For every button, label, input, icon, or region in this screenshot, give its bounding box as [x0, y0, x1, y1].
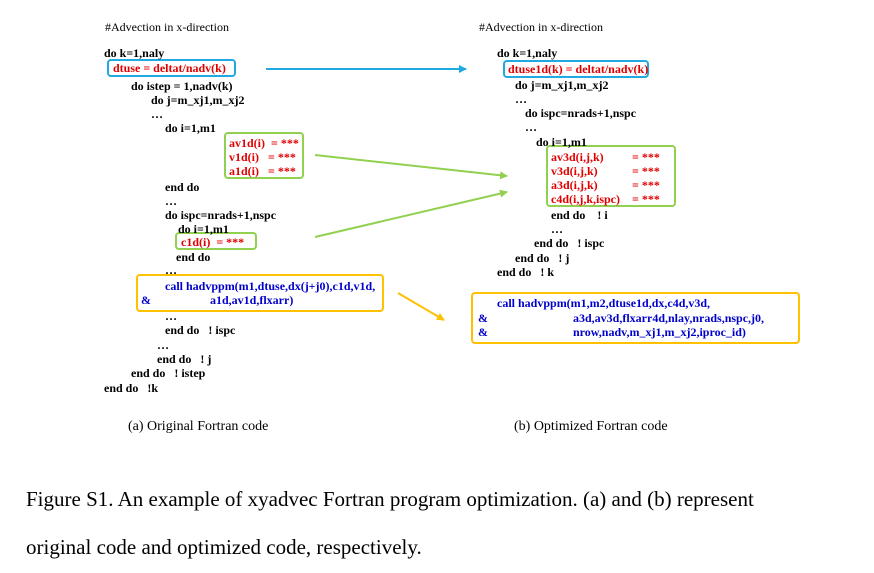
- right-line-dtuse1d: dtuse1d(k) = deltat/nadv(k): [508, 62, 649, 76]
- right-call-line1: call hadvppm(m1,m2,dtuse1d,dx,c4d,v3d,: [497, 296, 711, 310]
- right-call-amp2: &: [478, 325, 488, 339]
- left-line: do k=1,naly: [104, 46, 165, 60]
- left-line: end do: [176, 250, 211, 264]
- left-line: do j=m_xj1,m_xj2: [151, 93, 245, 107]
- left-line: …: [165, 194, 177, 208]
- left-line: end do !k: [104, 381, 159, 395]
- right-val-a3d: = ***: [632, 178, 660, 192]
- right-line: do k=1,naly: [497, 46, 558, 60]
- right-line: …: [515, 92, 527, 106]
- right-line: do i=1,m1: [536, 135, 587, 149]
- right-line-a3d: a3d(i,j,k): [551, 178, 598, 192]
- right-line-c4d: c4d(i,j,k,ispc): [551, 192, 620, 206]
- orange-arrow: [397, 292, 445, 321]
- right-call-amp1: &: [478, 311, 488, 325]
- figure-caption-line1: Figure S1. An example of xyadvec Fortran…: [26, 487, 754, 511]
- left-line-av1d: av1d(i) = ***: [229, 136, 299, 150]
- right-line: …: [551, 222, 563, 236]
- right-line-v3d: v3d(i,j,k): [551, 164, 598, 178]
- right-line: do j=m_xj1,m_xj2: [515, 78, 609, 92]
- left-line-c1d: c1d(i) = ***: [181, 235, 245, 249]
- right-comment: #Advection in x-direction: [479, 20, 603, 34]
- right-dtuse1d-box: [503, 60, 649, 78]
- left-line: …: [157, 338, 169, 352]
- figure-caption-line2: original code and optimized code, respec…: [26, 535, 422, 559]
- left-dtuse-box: [107, 59, 236, 77]
- left-line: …: [151, 107, 163, 121]
- right-line: end do ! ispc: [534, 236, 605, 250]
- green-arrow-upper: [314, 154, 508, 180]
- left-line: …: [165, 263, 177, 277]
- caption-a: (a) Original Fortran code: [128, 419, 269, 434]
- green-arrow-lower: [314, 189, 508, 238]
- left-call-box: [136, 274, 384, 312]
- left-line: end do ! ispc: [165, 323, 236, 337]
- left-call-line2: a1d,av1d,flxarr): [210, 293, 294, 307]
- left-line: end do: [165, 180, 200, 194]
- left-line: do i=1,m1: [178, 222, 229, 236]
- right-line: end do ! i: [551, 208, 608, 222]
- left-line: do istep = 1,nadv(k): [131, 79, 233, 93]
- left-line: do ispc=nrads+1,nspc: [165, 208, 277, 222]
- right-call-line2: a3d,av3d,flxarr4d,nlay,nrads,nspc,j0,: [573, 311, 765, 325]
- left-line: …: [165, 309, 177, 323]
- left-arrays-box: [224, 132, 304, 179]
- right-line: do ispc=nrads+1,nspc: [525, 106, 637, 120]
- right-line: end do ! j: [515, 251, 570, 265]
- right-val-v3d: = ***: [632, 164, 660, 178]
- left-line: end do ! j: [157, 352, 212, 366]
- right-call-box: [471, 292, 800, 344]
- left-line-dtuse: dtuse = deltat/nadv(k): [113, 61, 226, 75]
- caption-b: (b) Optimized Fortran code: [514, 419, 668, 434]
- left-line-v1d: v1d(i) = ***: [229, 150, 296, 164]
- right-arrays-box: [546, 145, 676, 207]
- right-line: end do ! k: [497, 265, 555, 279]
- right-line-av3d: av3d(i,j,k): [551, 150, 604, 164]
- right-val-c4d: = ***: [632, 192, 660, 206]
- left-c1d-box: [175, 232, 257, 250]
- right-call-line3: nrow,nadv,m_xj1,m_xj2,iproc_id): [573, 325, 746, 339]
- left-call-line1: call hadvppm(m1,dtuse,dx(j+j0),c1d,v1d,: [165, 279, 376, 293]
- left-comment: #Advection in x-direction: [105, 20, 229, 34]
- right-line: …: [525, 120, 537, 134]
- left-line: end do ! istep: [131, 366, 206, 380]
- left-call-amp: &: [141, 293, 151, 307]
- left-line: do i=1,m1: [165, 121, 216, 135]
- right-val-av3d: = ***: [632, 150, 660, 164]
- left-line-a1d: a1d(i) = ***: [229, 164, 296, 178]
